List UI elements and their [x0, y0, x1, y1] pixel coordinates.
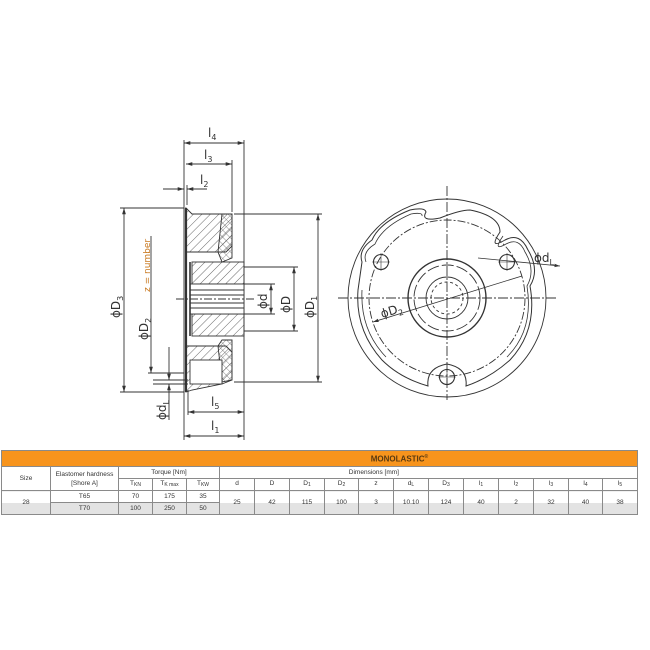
- col-header-D2: D2: [324, 478, 359, 491]
- tkw-cell: 50: [186, 502, 220, 515]
- side-section-view: [120, 140, 322, 440]
- tkmax-cell: 250: [152, 502, 187, 515]
- l2-label: l2: [200, 173, 208, 189]
- hardness-cell: T70: [50, 502, 119, 515]
- header-row-1: Size Elastomer hardness[Shore A] Torque …: [1, 466, 638, 491]
- D1-cell: 115: [289, 490, 325, 515]
- side-view-labels: l4 l3 l2 l5 l1 ϕD3 ϕD2 z = number ϕdL ϕd…: [109, 126, 319, 435]
- D2-cell: 100: [324, 490, 359, 515]
- tkmax-cell: 175: [152, 490, 187, 503]
- col-header-z: z: [358, 478, 394, 491]
- l3-cell: 32: [533, 490, 569, 515]
- size-header: Size: [1, 466, 51, 491]
- col-header-l4: l4: [568, 478, 603, 491]
- D2-label: ϕD2: [137, 318, 153, 340]
- col-header-D1: D1: [289, 478, 325, 491]
- l4-cell: 40: [568, 490, 603, 515]
- elastomer-header: Elastomer hardness[Shore A]: [50, 466, 119, 491]
- table-title: MONOLASTIC®: [1, 450, 638, 467]
- dL-label: ϕdL: [155, 399, 171, 420]
- table-row: 28 T65 70 175 35 25 42 115 100 3 10.10 1…: [1, 490, 638, 515]
- col-header-l5: l5: [602, 478, 638, 491]
- l1-cell: 40: [463, 490, 499, 515]
- D3-cell: 124: [428, 490, 464, 515]
- z-number-label: z = number: [143, 239, 153, 292]
- front-dL-label: ϕdL: [534, 251, 555, 267]
- col-header-l1: l1: [463, 478, 499, 491]
- col-header-D: D: [254, 478, 290, 491]
- D-cell: 42: [254, 490, 290, 515]
- specification-table: MONOLASTIC® Size Elastomer hardness[Shor…: [1, 450, 638, 515]
- hardness-cell: T65: [50, 490, 119, 503]
- front-D2-label: ϕD2: [379, 301, 405, 323]
- l4-label: l4: [208, 126, 216, 142]
- dimensions-header: Dimensions [mm]: [219, 466, 638, 479]
- front-view: [338, 186, 561, 400]
- col-header-l2: l2: [498, 478, 534, 491]
- col-header-tkn: TKN: [118, 478, 153, 491]
- D1-label: ϕD1: [303, 296, 319, 318]
- table-row: T70 100 250 50: [2, 502, 638, 515]
- col-header-tkw: TKW: [186, 478, 220, 491]
- technical-drawing: l4 l3 l2 l5 l1 ϕD3 ϕD2 z = number ϕdL ϕd…: [109, 126, 561, 440]
- l1-label: l1: [211, 419, 219, 435]
- col-header-d: d: [219, 478, 255, 491]
- table-title-row: MONOLASTIC®: [1, 450, 638, 467]
- col-header-l3: l3: [533, 478, 569, 491]
- torque-header: Torque [Nm]: [118, 466, 220, 479]
- d-label: ϕd: [256, 293, 270, 309]
- col-header-dL: dL: [393, 478, 429, 491]
- tkw-cell: 35: [186, 490, 220, 503]
- d-cell: 25: [219, 490, 255, 515]
- size-cell: 28: [1, 490, 51, 515]
- tkn-cell: 100: [118, 502, 153, 515]
- col-header-tkmax: TK max: [152, 478, 187, 491]
- col-header-D3: D3: [428, 478, 464, 491]
- dL-cell: 10.10: [393, 490, 429, 515]
- z-cell: 3: [358, 490, 394, 515]
- l3-label: l3: [204, 148, 212, 164]
- D-label: ϕD: [279, 296, 293, 313]
- l5-cell: 38: [602, 490, 638, 515]
- D3-label: ϕD3: [109, 296, 125, 318]
- front-view-labels: ϕdL ϕD2: [379, 251, 555, 323]
- l2-cell: 2: [498, 490, 534, 515]
- l5-label: l5: [211, 395, 219, 411]
- tkn-cell: 70: [118, 490, 153, 503]
